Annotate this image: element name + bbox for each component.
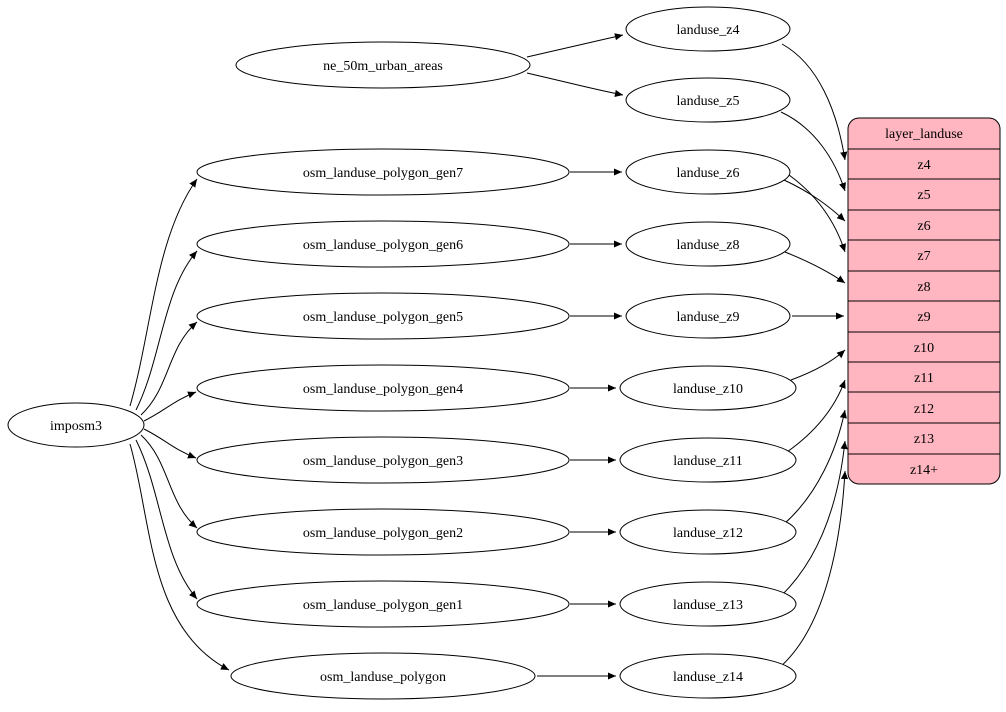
node-landuse-z9-shape — [625, 293, 791, 339]
table-row-z6: z6 — [917, 219, 930, 234]
edge-landuse-z13-to-row-z13 — [780, 440, 848, 597]
node-layer: imposm3 ne_50m_urban_areas osm_landuse_p… — [7, 6, 797, 700]
edge-landuse-z4-to-row-z4 — [781, 43, 848, 161]
table-row-z10: z10 — [914, 341, 934, 356]
node-landuse-z5-label: landuse_z5 — [677, 94, 740, 109]
table-row-z5: z5 — [917, 188, 930, 203]
node-osm-landuse-polygon-gen6: osm_landuse_polygon_gen6 — [196, 220, 570, 268]
edge-landuse-z14-to-row-z14 — [778, 470, 849, 669]
node-osm-landuse-polygon-gen2-label: osm_landuse_polygon_gen2 — [303, 526, 463, 541]
table-row-z7: z7 — [917, 249, 930, 264]
node-landuse-z12-label: landuse_z12 — [673, 526, 743, 541]
node-ne-50m-urban-areas-label: ne_50m_urban_areas — [323, 59, 443, 74]
node-landuse-z4-shape — [625, 6, 791, 52]
node-ne-50m-urban-areas-shape — [235, 41, 531, 89]
edge-landuse-z8-to-row-z8 — [784, 251, 846, 284]
table-row-z8: z8 — [917, 280, 930, 295]
edge-layer — [129, 33, 849, 680]
table-row-z14plus: z14+ — [910, 463, 938, 478]
edge-imposm3-to-polygon — [129, 443, 230, 671]
edge-imposm3-to-gen2 — [140, 434, 198, 529]
node-landuse-z10: landuse_z10 — [619, 365, 797, 411]
edge-ne50m-to-landuse-z5 — [526, 72, 624, 97]
edge-landuse-z6-to-row-z6 — [783, 179, 846, 222]
node-osm-landuse-polygon-gen6-shape — [196, 220, 570, 268]
node-landuse-z11: landuse_z11 — [619, 437, 797, 483]
node-osm-landuse-polygon-shape — [230, 652, 536, 700]
node-landuse-z10-label: landuse_z10 — [673, 382, 743, 397]
node-osm-landuse-polygon-gen7-shape — [196, 148, 570, 196]
node-landuse-z4-label: landuse_z4 — [677, 23, 740, 38]
node-landuse-z13-label: landuse_z13 — [673, 598, 743, 613]
node-landuse-z10-shape — [619, 365, 797, 411]
layer-landuse-table: layer_landuse z4 z5 z6 z7 z8 z9 z10 z11 … — [847, 117, 1001, 485]
node-landuse-z14-shape — [619, 653, 797, 699]
table-row-z12: z12 — [914, 402, 934, 417]
table-row-z4: z4 — [917, 158, 930, 173]
node-landuse-z8-label: landuse_z8 — [677, 238, 740, 253]
edge-imposm3-to-gen7 — [129, 178, 198, 407]
edge-imposm3-to-gen3 — [143, 428, 197, 459]
node-osm-landuse-polygon-gen3: osm_landuse_polygon_gen3 — [196, 436, 570, 484]
node-ne-50m-urban-areas: ne_50m_urban_areas — [235, 41, 531, 89]
node-osm-landuse-polygon-gen7-label: osm_landuse_polygon_gen7 — [303, 166, 463, 181]
edge-landuse-z11-to-row-z11 — [786, 379, 846, 453]
node-osm-landuse-polygon-gen3-label: osm_landuse_polygon_gen3 — [303, 454, 463, 469]
node-osm-landuse-polygon-gen7: osm_landuse_polygon_gen7 — [196, 148, 570, 196]
node-osm-landuse-polygon-gen5-label: osm_landuse_polygon_gen5 — [303, 310, 463, 325]
table-row-z9: z9 — [917, 310, 930, 325]
node-landuse-z11-shape — [619, 437, 797, 483]
edge-ne50m-to-landuse-z4 — [526, 33, 624, 58]
edge-imposm3-to-gen5 — [140, 321, 198, 416]
edge-imposm3-to-gen6 — [135, 250, 198, 411]
table-row-z13: z13 — [914, 432, 934, 447]
node-landuse-z6: landuse_z6 — [625, 149, 791, 195]
table-title: layer_landuse — [885, 127, 963, 142]
node-landuse-z5: landuse_z5 — [625, 77, 791, 123]
node-landuse-z4: landuse_z4 — [625, 6, 791, 52]
node-landuse-z9-label: landuse_z9 — [677, 310, 740, 325]
node-landuse-z8-shape — [625, 221, 791, 267]
node-landuse-z11-label: landuse_z11 — [673, 454, 742, 469]
node-imposm3: imposm3 — [7, 402, 145, 448]
node-osm-landuse-polygon-gen4-shape — [196, 364, 570, 412]
node-landuse-z13: landuse_z13 — [619, 581, 797, 627]
node-landuse-z12-shape — [619, 509, 797, 555]
node-landuse-z12: landuse_z12 — [619, 509, 797, 555]
node-landuse-z14: landuse_z14 — [619, 653, 797, 699]
node-landuse-z8: landuse_z8 — [625, 221, 791, 267]
edge-landuse-z5-to-row-z5 — [780, 111, 846, 192]
node-imposm3-label: imposm3 — [50, 419, 102, 434]
node-osm-landuse-polygon-gen6-label: osm_landuse_polygon_gen6 — [303, 238, 463, 253]
edge-landuse-z6-to-row-z7 — [788, 174, 846, 253]
node-landuse-z5-shape — [625, 77, 791, 123]
node-osm-landuse-polygon-gen1-label: osm_landuse_polygon_gen1 — [303, 598, 463, 613]
node-landuse-z6-shape — [625, 149, 791, 195]
node-osm-landuse-polygon-gen1-shape — [196, 580, 570, 628]
node-osm-landuse-polygon-label: osm_landuse_polygon — [320, 670, 446, 685]
node-osm-landuse-polygon-gen5-shape — [196, 292, 570, 340]
node-osm-landuse-polygon-gen3-shape — [196, 436, 570, 484]
node-landuse-z13-shape — [619, 581, 797, 627]
node-imposm3-shape — [7, 402, 145, 448]
edge-landuse-z10-to-row-z10 — [790, 349, 846, 381]
node-osm-landuse-polygon-gen1: osm_landuse_polygon_gen1 — [196, 580, 570, 628]
edge-imposm3-to-gen1 — [135, 439, 198, 600]
node-osm-landuse-polygon-gen2: osm_landuse_polygon_gen2 — [196, 508, 570, 556]
node-osm-landuse-polygon-gen5: osm_landuse_polygon_gen5 — [196, 292, 570, 340]
edge-landuse-z12-to-row-z12 — [783, 409, 847, 525]
edge-imposm3-to-gen4 — [143, 391, 197, 422]
node-osm-landuse-polygon-gen4-label: osm_landuse_polygon_gen4 — [303, 382, 463, 397]
table-row-z11: z11 — [914, 371, 934, 386]
node-osm-landuse-polygon: osm_landuse_polygon — [230, 652, 536, 700]
node-landuse-z6-label: landuse_z6 — [677, 166, 740, 181]
node-landuse-z9: landuse_z9 — [625, 293, 791, 339]
node-osm-landuse-polygon-gen4: osm_landuse_polygon_gen4 — [196, 364, 570, 412]
node-landuse-z14-label: landuse_z14 — [673, 670, 743, 685]
node-osm-landuse-polygon-gen2-shape — [196, 508, 570, 556]
